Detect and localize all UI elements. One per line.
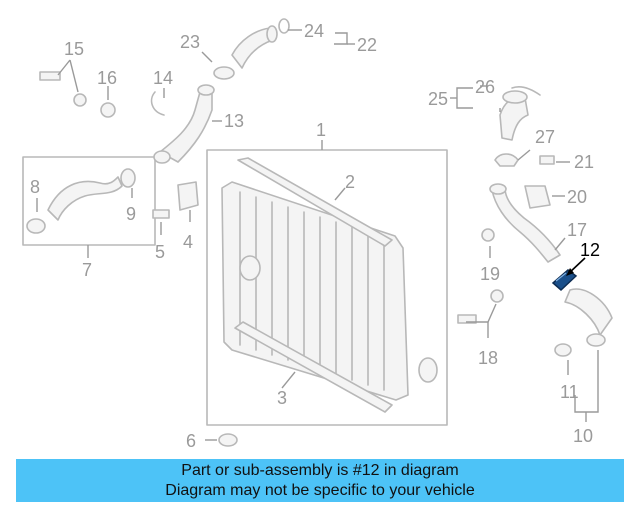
callout-1: 1 (316, 120, 326, 140)
callout-12: 12 (580, 240, 600, 260)
callout-9: 9 (126, 204, 136, 224)
callout-20: 20 (567, 187, 587, 207)
callout-16: 16 (97, 68, 117, 88)
clamp-27[interactable] (494, 153, 519, 167)
banner-line-1: Part or sub-assembly is #12 in diagram (181, 462, 459, 479)
bolt-5[interactable] (152, 209, 170, 219)
callout-22: 22 (357, 35, 377, 55)
callout-18: 18 (478, 348, 498, 368)
intercooler-assembly[interactable] (206, 149, 448, 426)
callout-11: 11 (560, 382, 579, 402)
bolt-21[interactable] (539, 155, 555, 165)
sensor-20[interactable] (524, 185, 551, 209)
callout-17: 17 (567, 220, 587, 240)
callout-labels: 1 2 3 4 5 6 7 8 9 10 11 12 13 14 15 16 1… (30, 21, 600, 451)
parts-diagram: 1 2 3 4 5 6 7 8 9 10 11 12 13 14 15 16 1… (22, 18, 613, 451)
callout-25: 25 (428, 89, 448, 109)
info-banner: Part or sub-assembly is #12 in diagram D… (16, 459, 624, 502)
callout-8: 8 (30, 177, 40, 197)
grommet-16[interactable] (100, 102, 116, 118)
bolt-15[interactable] (39, 71, 87, 107)
callout-13: 13 (224, 111, 244, 131)
callout-14: 14 (153, 68, 173, 88)
callout-7: 7 (82, 260, 92, 280)
callout-15: 15 (64, 39, 84, 59)
hose-25[interactable] (499, 86, 541, 141)
clamp-12-highlighted[interactable] (551, 269, 578, 292)
callout-23: 23 (180, 32, 200, 52)
callout-6: 6 (186, 431, 196, 451)
callout-4: 4 (183, 232, 193, 252)
callout-24: 24 (304, 21, 324, 41)
bracket-4[interactable] (177, 181, 199, 211)
hose-kit-7[interactable] (22, 156, 156, 246)
charge-pipe-13[interactable] (150, 84, 215, 164)
callout-3: 3 (277, 388, 287, 408)
clamp-11[interactable] (554, 343, 572, 357)
callout-21: 21 (574, 152, 594, 172)
callout-26: 26 (475, 77, 495, 97)
callout-10: 10 (573, 426, 593, 446)
leader-lines (36, 29, 599, 441)
callout-2: 2 (345, 172, 355, 192)
hose-10[interactable] (564, 288, 613, 347)
grommet-6[interactable] (218, 433, 238, 447)
pipe-17[interactable] (489, 183, 561, 263)
banner-line-2: Diagram may not be specific to your vehi… (165, 482, 475, 499)
grommet-19[interactable] (481, 228, 495, 242)
bolt-18[interactable] (457, 289, 504, 324)
callout-27: 27 (535, 127, 555, 147)
hose-22[interactable] (213, 18, 290, 80)
callout-19: 19 (480, 264, 500, 284)
callout-5: 5 (155, 242, 165, 262)
